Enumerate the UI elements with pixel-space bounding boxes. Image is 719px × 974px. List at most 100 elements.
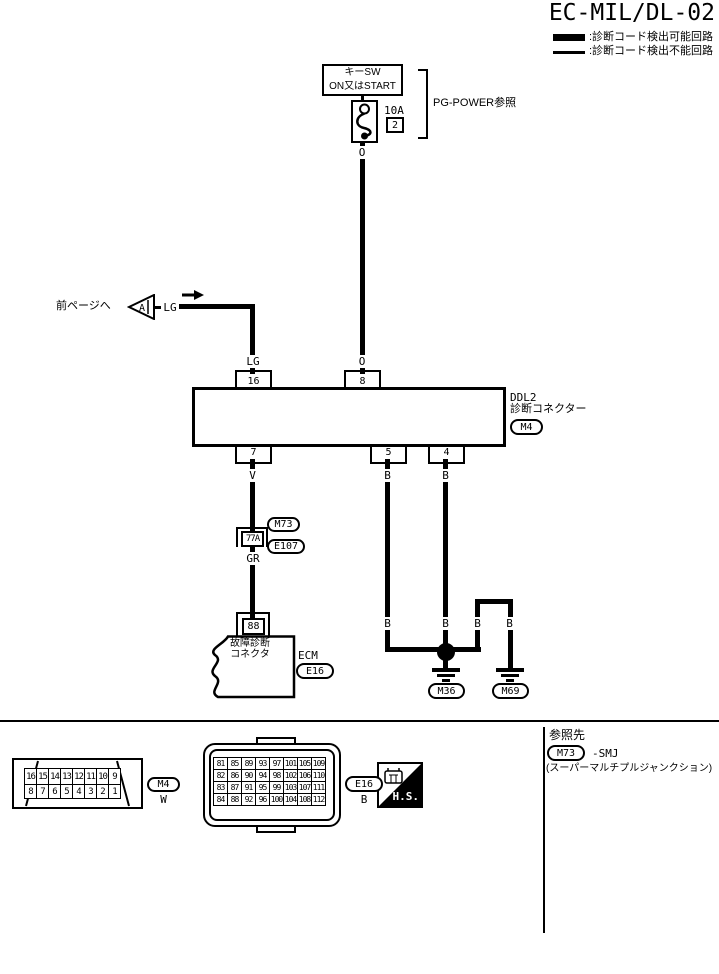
key-switch-box: キーSW ON又はSTART (322, 64, 403, 96)
fuse-box (351, 100, 378, 143)
hs-mark-label: H.S. (392, 790, 420, 803)
m4-pin-cell: 1 (108, 784, 121, 799)
e16-pin-cell: 84 (213, 793, 228, 806)
e16-pin-cell: 100 (269, 793, 284, 806)
e16-pin-cell: 92 (241, 793, 256, 806)
wire-lg-vertical (250, 304, 255, 370)
e16-pin-cell: 108 (297, 793, 312, 806)
reference-note: (スーパーマルチプルジャンクション) (546, 763, 713, 774)
wire-o (360, 143, 365, 370)
ddl2-name-line1: DDL2 (510, 391, 537, 404)
pin4-stub (443, 459, 448, 468)
legend-thick-line-icon (553, 34, 585, 41)
pin16-stub (250, 366, 255, 374)
e16-connector-inner (209, 749, 335, 821)
smj-outer-bracket (236, 527, 268, 547)
hs-mark-box: H.S. (377, 762, 423, 808)
wire-color-b1: B (379, 617, 396, 630)
ecm-label-line1: 故障診断 (230, 638, 270, 649)
legend-thin-line-icon (553, 51, 585, 54)
ecm-body-label: 故障診断 コネクタ (216, 638, 284, 660)
e16-pin-cell: 112 (311, 793, 326, 806)
pg-power-reference-label: PG-POWER参照 (433, 97, 517, 109)
ecm-pin-box: 88 (242, 618, 265, 635)
fusible-link-icon (356, 103, 372, 140)
ground-symbol-right-bar3 (506, 679, 514, 682)
ecm-pin-outer-bracket (236, 612, 270, 636)
wire-color-gr: GR (241, 552, 265, 565)
ground-jumper-top (475, 599, 513, 604)
wire-b-pin5 (385, 467, 390, 652)
e16-pin-cell: 88 (227, 793, 242, 806)
e16-pin-cell: 110 (311, 769, 326, 782)
wire-lg-horizontal (179, 304, 255, 309)
legend-undetectable-label: :診断コード検出不能回路 (589, 45, 714, 57)
flow-direction-arrow-icon (182, 290, 204, 300)
m4-connector-face (12, 758, 143, 809)
wire-color-b2: B (437, 617, 454, 630)
ground-symbol-right-bar2 (501, 674, 519, 677)
smj-ref-lower: E107 (267, 539, 305, 554)
ecm-name-label: ECM (298, 649, 318, 662)
fuse-rating-label: 10A (384, 104, 404, 117)
reference-suffix: -SMJ (592, 747, 619, 760)
key-switch-fuse-link (361, 95, 364, 101)
ecm-body-outline (211, 635, 296, 699)
pg-power-bracket (418, 69, 428, 139)
pin7-stub (250, 459, 255, 468)
ground-symbol-left-bar1 (432, 668, 460, 672)
ground-symbol-left-bar3 (442, 679, 450, 682)
ddl2-connector-id: M4 (510, 419, 543, 435)
page-title: EC-MIL/DL-02 (548, 0, 715, 26)
ddl2-name-line2: 診断コネクター (510, 403, 587, 415)
wire-color-lg-lower: LG (242, 355, 264, 368)
wire-b-pin4 (443, 467, 448, 652)
wire-color-o-upper: O (352, 146, 372, 159)
m4-pin-cell: 9 (108, 768, 121, 785)
wire-color-b4: B (501, 617, 518, 630)
m4-connector-id: M4 (147, 777, 180, 792)
prev-page-label: 前ページへ (56, 300, 111, 312)
wire-color-v: V (244, 469, 261, 482)
hs-mark-graphic (379, 764, 421, 806)
hs-diagonal-triangle (379, 764, 421, 806)
smj-pin-box: 77A (241, 531, 264, 547)
wire-color-b3: B (469, 617, 486, 630)
smj-ref-upper: M73 (267, 517, 300, 532)
wire-junction-dot (437, 643, 455, 661)
ground-symbol-right-bar1 (496, 668, 524, 672)
wire-color-b-pin5: B (379, 469, 396, 482)
ground-symbol-left-bar2 (437, 674, 455, 677)
page-connector-triangle-icon: A (127, 294, 155, 320)
ground-left-id: M36 (428, 683, 465, 699)
wire-color-b-pin4: B (437, 469, 454, 482)
key-switch-line1: キーSW (344, 67, 381, 78)
reference-connector-id: M73 (547, 745, 585, 761)
ground-jumper-right-leg (508, 599, 513, 670)
svg-text:A: A (139, 303, 145, 314)
pin5-stub (385, 459, 390, 468)
pin8-stub (360, 366, 365, 374)
e16-pin-cell: 104 (283, 793, 298, 806)
e16-connector-id: E16 (345, 776, 383, 792)
footer-separator-line (0, 720, 719, 722)
ground-bus-horizontal (385, 647, 481, 652)
reference-heading: 参照先 (549, 728, 586, 742)
key-switch-line2: ON又はSTART (329, 81, 396, 92)
fuse-slot-box: 2 (386, 117, 404, 133)
wire-color-lg: LG (161, 301, 179, 314)
e16-pin-cell: 96 (255, 793, 270, 806)
ground-right-id: M69 (492, 683, 529, 699)
footer-divider-line (543, 727, 545, 933)
m4-connector-color: W (160, 793, 167, 806)
e16-connector-color: B (360, 793, 368, 806)
triangle-link-stub (153, 306, 161, 309)
wire-color-o-lower: O (352, 355, 372, 368)
ecm-connector-id: E16 (296, 663, 334, 679)
legend-detectable-label: :診断コード検出可能回路 (589, 31, 714, 43)
